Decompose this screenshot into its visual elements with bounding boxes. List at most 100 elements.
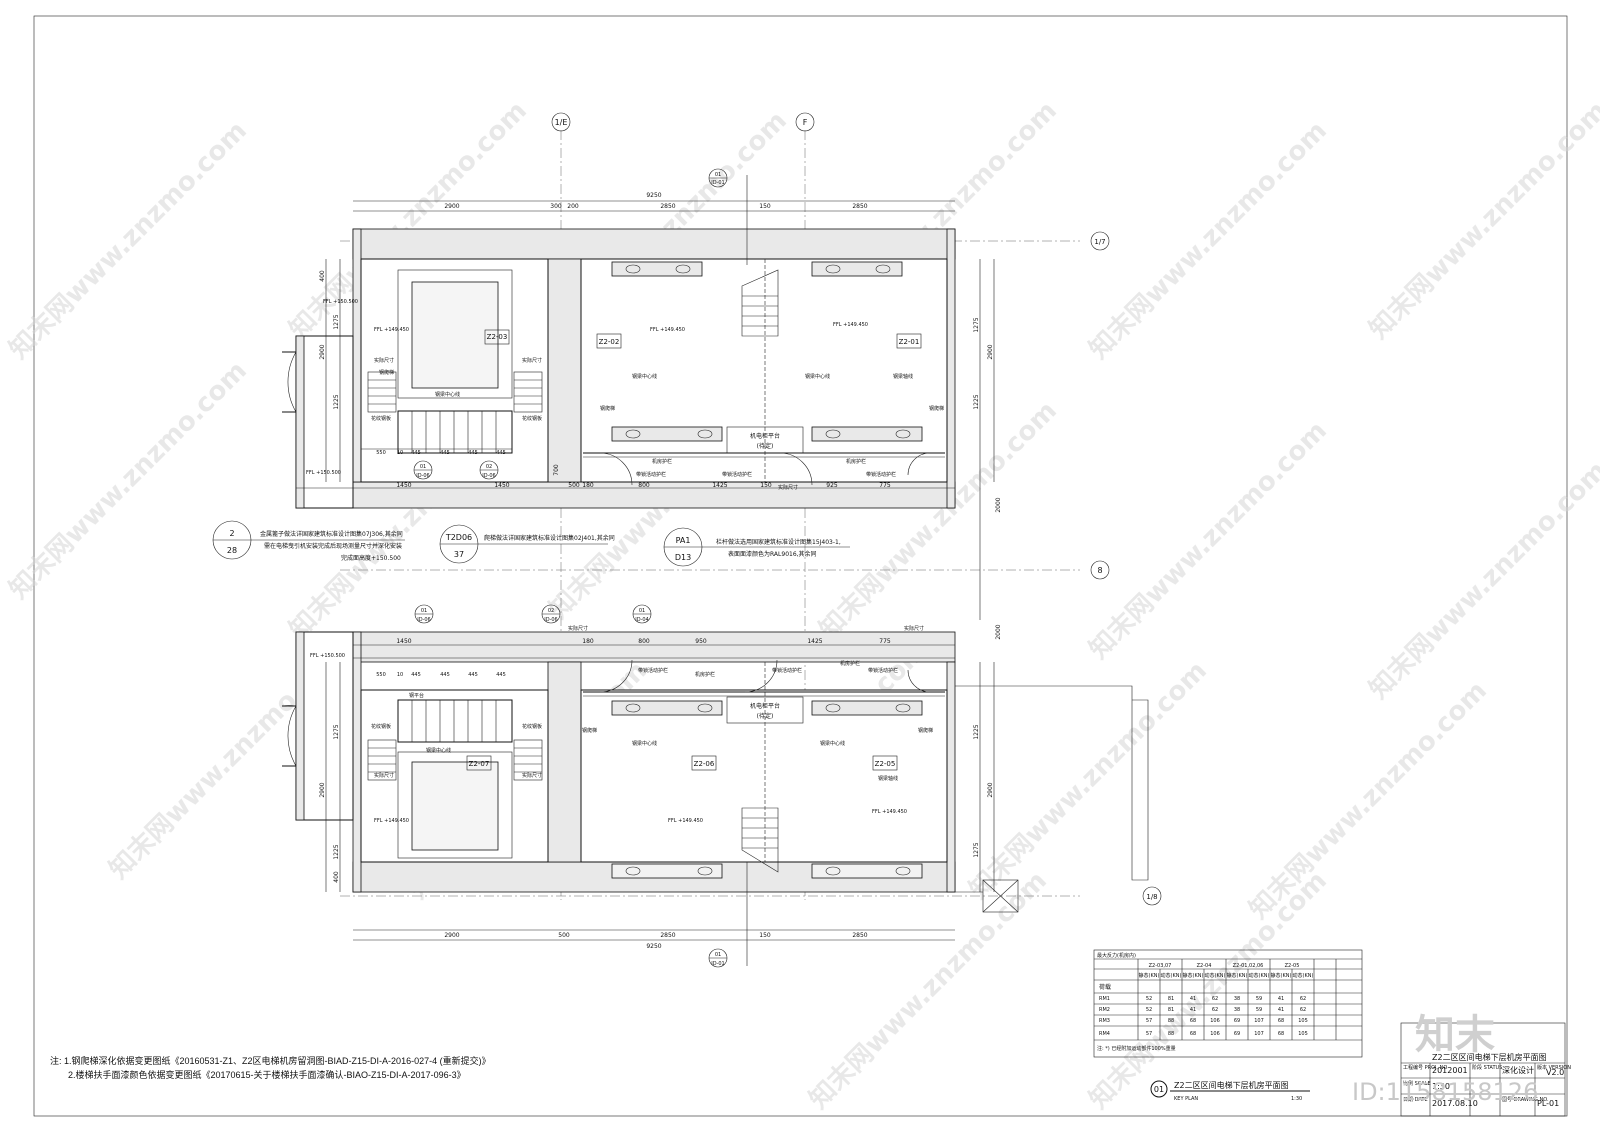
svg-text:775: 775	[879, 482, 891, 489]
table-cell: 57	[1146, 1018, 1152, 1024]
svg-text:F: F	[803, 118, 808, 127]
svg-text:1/7: 1/7	[1094, 238, 1105, 246]
svg-text:550: 550	[376, 672, 386, 678]
svg-text:925: 925	[826, 482, 838, 489]
svg-text:机房护栏: 机房护栏	[846, 458, 866, 465]
svg-text:完成面高度+150.500: 完成面高度+150.500	[341, 554, 401, 562]
svg-text:01: 01	[715, 172, 721, 178]
svg-text:KEY PLAN: KEY PLAN	[1174, 1096, 1198, 1102]
svg-text:500: 500	[558, 932, 570, 939]
table-cell: 41	[1190, 996, 1196, 1002]
svg-text:钢平台: 钢平台	[409, 692, 424, 699]
svg-text:钢梁中心线: 钢梁中心线	[820, 740, 845, 747]
table-row-label: RM1	[1099, 996, 1110, 1002]
svg-text:深化设计: 深化设计	[1502, 1065, 1534, 1075]
svg-text:Z2-01,02,06: Z2-01,02,06	[1233, 963, 1264, 969]
table-cell: 107	[1254, 1018, 1264, 1024]
svg-text:知末网www.znzmo.com: 知末网www.znzmo.com	[1084, 116, 1333, 365]
svg-text:钢爬梯: 钢爬梯	[918, 727, 933, 734]
svg-text:01: 01	[420, 464, 426, 470]
table-cell: 105	[1298, 1031, 1308, 1037]
lower-plan: Z2-07 Z2-06 Z2-05	[281, 604, 1149, 968]
svg-text:动态(KN): 动态(KN)	[1249, 972, 1270, 979]
table-cell: 62	[1300, 996, 1306, 1002]
table-cell: 62	[1212, 996, 1218, 1002]
svg-text:实际尺寸: 实际尺寸	[374, 772, 394, 779]
svg-text:钢梁中心线: 钢梁中心线	[805, 373, 830, 380]
svg-text:动态(KN): 动态(KN)	[1205, 972, 1226, 979]
svg-text:FFL +149.450: FFL +149.450	[650, 327, 685, 333]
svg-text:1450: 1450	[396, 482, 411, 489]
svg-text:9250: 9250	[646, 192, 661, 199]
grid-bubble-f	[795, 112, 815, 132]
svg-text:01: 01	[639, 608, 645, 614]
table-cell: 59	[1256, 996, 1262, 1002]
table-cell: 52	[1146, 1007, 1152, 1013]
sheet-border	[33, 15, 1568, 1117]
svg-text:花纹钢板: 花纹钢板	[522, 415, 542, 422]
svg-text:2900: 2900	[987, 782, 994, 797]
svg-text:2850: 2850	[660, 932, 675, 939]
svg-text:知末网www.znzmo.com: 知末网www.znzmo.com	[1364, 96, 1600, 345]
svg-text:带锁活动护栏: 带锁活动护栏	[722, 471, 752, 478]
table-cell: 68	[1278, 1031, 1284, 1037]
drawing-title: 01 Z2二区区间电梯下层机房平面图 KEY PLAN 1:30	[1150, 1080, 1310, 1102]
note-line-1: 注: 1.钢爬梯深化依据变更图纸《20160531-Z1、Z2区电梯机房留洞图-…	[50, 1056, 491, 1066]
svg-text:静态(KN): 静态(KN)	[1139, 972, 1160, 979]
svg-text:02: 02	[486, 464, 492, 470]
svg-text:T2D06: T2D06	[445, 533, 472, 542]
svg-text:钢梁中心线: 钢梁中心线	[632, 740, 657, 747]
grid-bubble-1-8	[1142, 886, 1162, 906]
svg-text:FFL +149.450: FFL +149.450	[668, 818, 703, 824]
svg-text:比例 SCALE: 比例 SCALE	[1403, 1080, 1431, 1087]
svg-text:花纹钢板: 花纹钢板	[522, 723, 542, 730]
svg-text:445: 445	[468, 672, 478, 678]
table-cell: 68	[1190, 1031, 1196, 1037]
svg-text:01: 01	[421, 608, 427, 614]
svg-text:445: 445	[440, 672, 450, 678]
svg-text:Z2二区区间电梯下层机房平面图: Z2二区区间电梯下层机房平面图	[1432, 1052, 1547, 1062]
svg-text:FFL +149.450: FFL +149.450	[872, 809, 907, 815]
svg-text:1225: 1225	[333, 394, 340, 409]
svg-text:ID-01: ID-01	[711, 961, 725, 967]
svg-text:37: 37	[454, 550, 464, 559]
svg-text:D13: D13	[675, 553, 691, 562]
svg-text:工程编号 PROJ. NO: 工程编号 PROJ. NO	[1403, 1064, 1447, 1071]
svg-text:花纹钢板: 花纹钢板	[371, 415, 391, 422]
table-cell: 81	[1168, 1007, 1174, 1013]
svg-text:静态(KN): 静态(KN)	[1183, 972, 1204, 979]
svg-text:1:30: 1:30	[1291, 1096, 1302, 1102]
svg-text:Z2-01: Z2-01	[899, 338, 920, 346]
svg-text:实际尺寸: 实际尺寸	[778, 484, 798, 491]
svg-text:需在电梯曳引机安装完成后现场测量尺寸并深化安装: 需在电梯曳引机安装完成后现场测量尺寸并深化安装	[264, 542, 402, 550]
svg-text:FFL +149.450: FFL +149.450	[374, 327, 409, 333]
table-cell: 68	[1190, 1018, 1196, 1024]
svg-text:10: 10	[397, 450, 403, 456]
svg-text:1:30: 1:30	[1432, 1082, 1450, 1091]
svg-text:2900: 2900	[319, 344, 326, 359]
svg-text:FFL +149.450: FFL +149.450	[833, 322, 868, 328]
table-cell: 88	[1168, 1031, 1174, 1037]
svg-text:ID-04: ID-04	[635, 617, 649, 623]
svg-text:445: 445	[440, 450, 450, 456]
grid-bubble-e	[551, 112, 571, 132]
svg-text:知末网www.znzmo.com: 知末网www.znzmo.com	[964, 656, 1213, 905]
svg-text:1275: 1275	[333, 314, 340, 329]
note-line-2: 2.楼梯扶手面漆颜色依据变更图纸《20170615-关于楼梯扶手面漆确认-BIA…	[68, 1070, 466, 1080]
svg-text:带锁活动护栏: 带锁活动护栏	[772, 667, 802, 674]
svg-text:1275: 1275	[973, 317, 980, 332]
svg-text:实际尺寸: 实际尺寸	[568, 625, 588, 632]
svg-text:PA1: PA1	[676, 536, 691, 545]
svg-text:带锁活动护栏: 带锁活动护栏	[636, 471, 666, 478]
svg-text:Z2-02: Z2-02	[599, 338, 620, 346]
general-notes: 注: 1.钢爬梯深化依据变更图纸《20160531-Z1、Z2区电梯机房留洞图-…	[50, 1054, 610, 1082]
table-cell: 107	[1254, 1031, 1264, 1037]
svg-text:1450: 1450	[494, 482, 509, 489]
svg-text:ID-06: ID-06	[544, 617, 558, 623]
table-cell: 81	[1168, 996, 1174, 1002]
svg-text:机电柜平台: 机电柜平台	[750, 432, 780, 440]
svg-text:Z2二区区间电梯下层机房平面图: Z2二区区间电梯下层机房平面图	[1174, 1080, 1289, 1090]
table-cell: 52	[1146, 996, 1152, 1002]
